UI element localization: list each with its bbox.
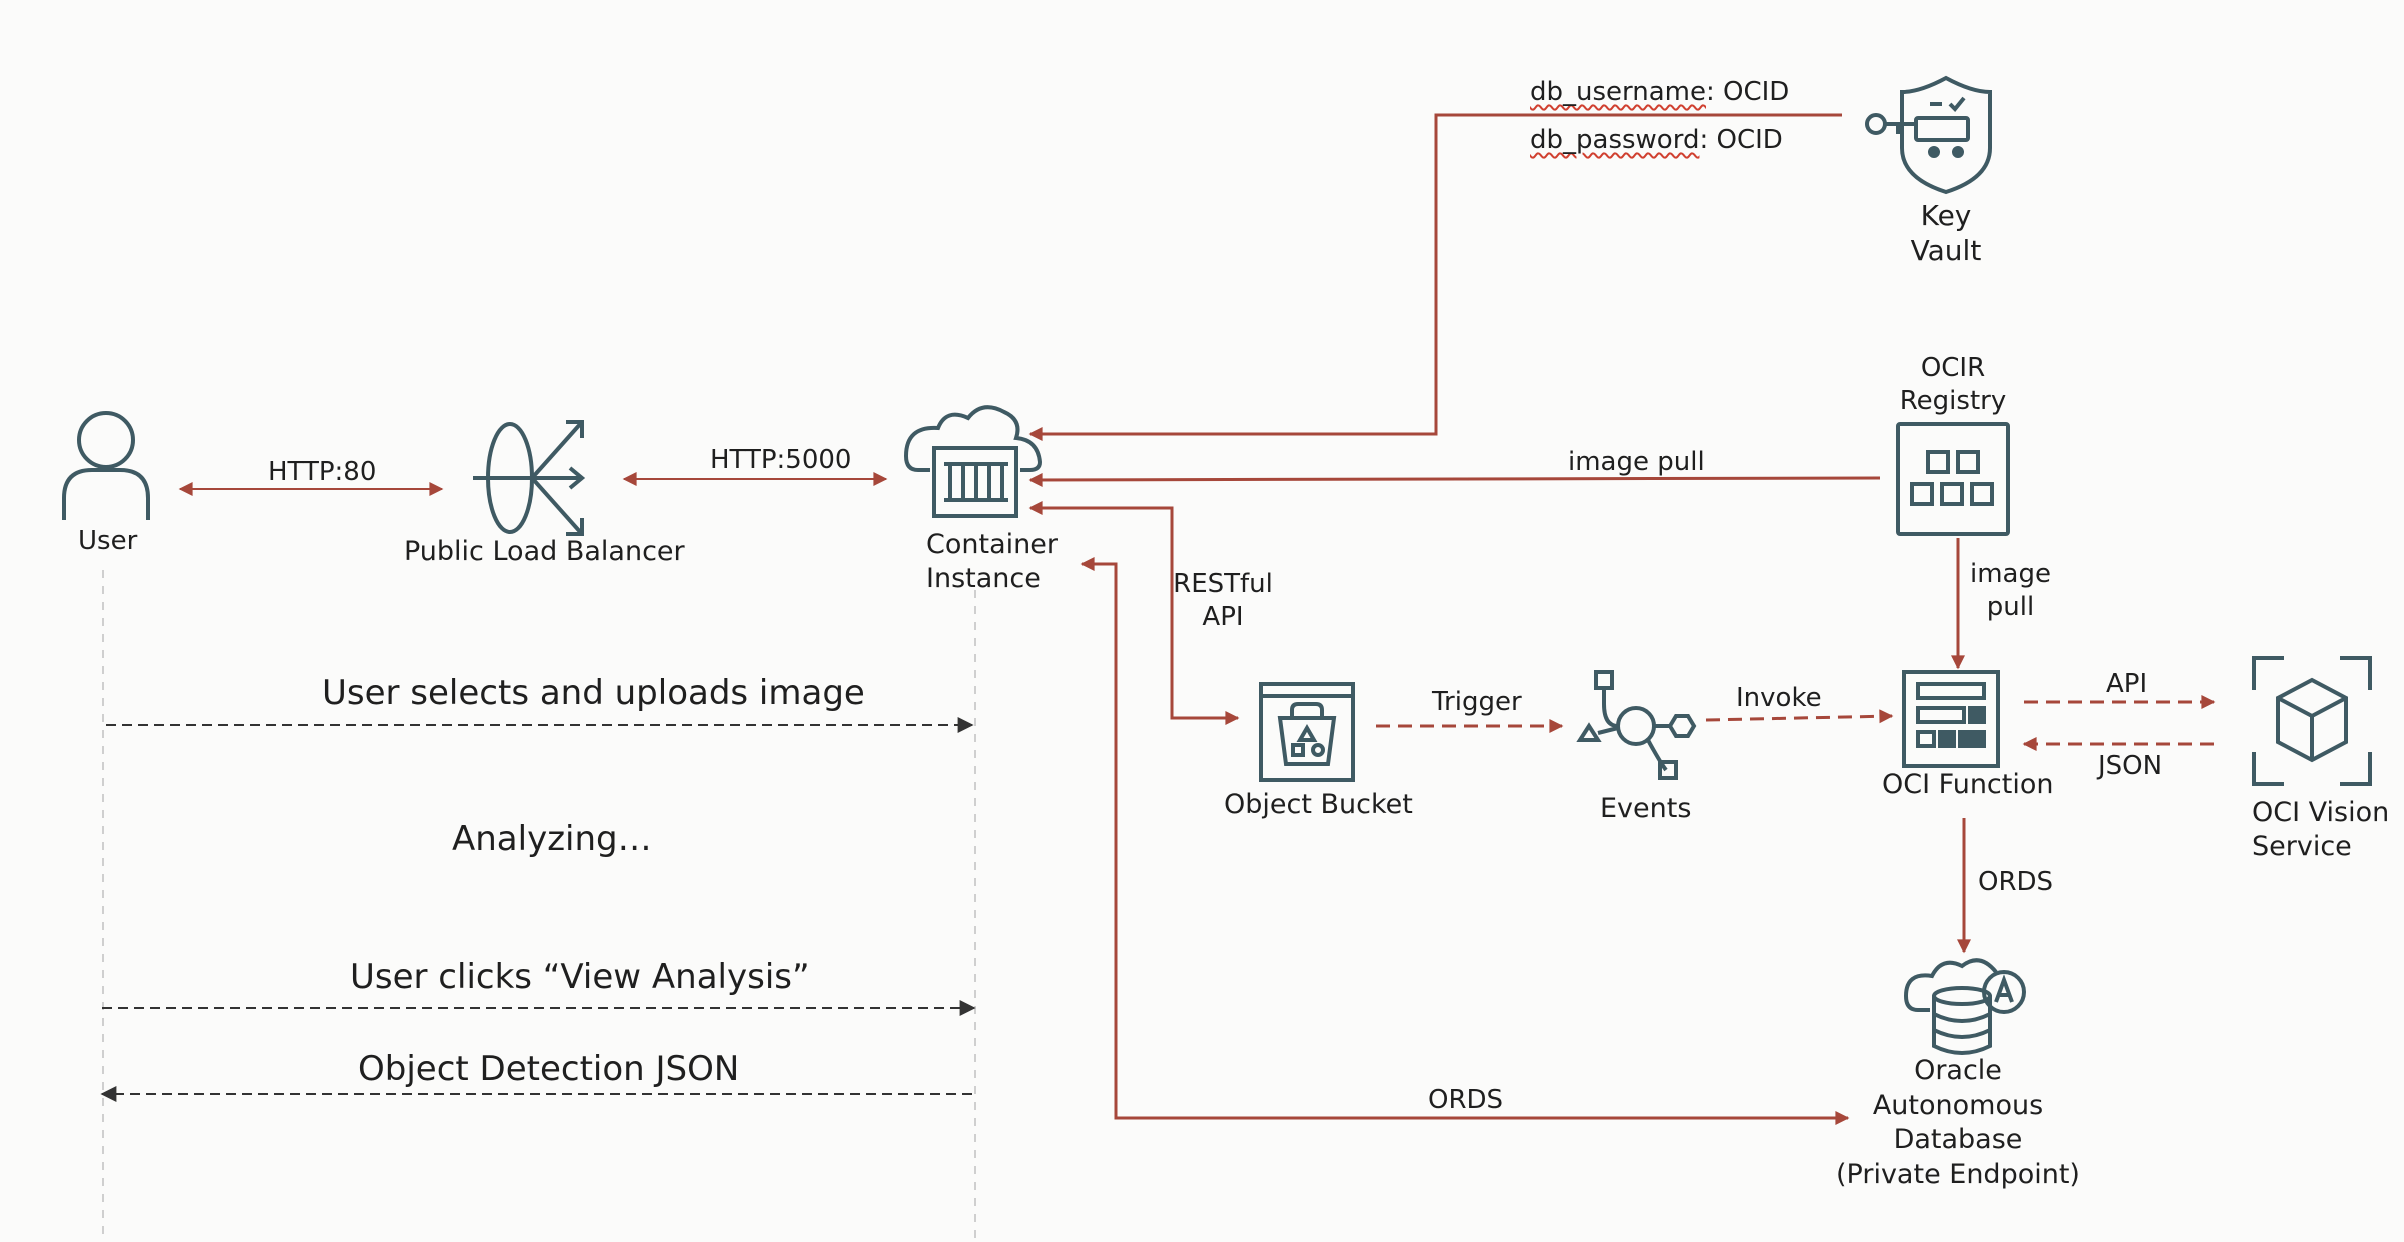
object-bucket-label: Object Bucket [1224, 789, 1413, 820]
user-icon [62, 411, 150, 520]
edge-restful-label: RESTful API [1168, 568, 1278, 633]
autonomous-db-label-line2: Autonomous [1872, 1089, 2044, 1121]
edge-ords-bottom-line [1080, 557, 1850, 1125]
db-username-key: db_username [1530, 77, 1706, 107]
autonomous-db-icon [1903, 958, 2026, 1055]
key-vault-label-line2: Vault [1910, 234, 1982, 267]
edge-invoke-label: Invoke [1736, 683, 1822, 713]
ocir-registry-label: OCIR Registry [1893, 352, 2013, 417]
container-instance-label-line1: Container [926, 529, 1058, 560]
autonomous-db-label-line1: Oracle [1914, 1055, 2002, 1086]
edge-ords-bottom-label: ORDS [1428, 1085, 1504, 1115]
edge-trigger-label: Trigger [1432, 687, 1522, 717]
seq-step-json-label: Object Detection JSON [358, 1049, 740, 1089]
oci-function-icon [1902, 670, 2000, 768]
oci-vision-label-line2: Service [2252, 830, 2352, 862]
edge-image-pull-label: image pull [1568, 447, 1705, 477]
user-label: User [78, 526, 138, 556]
edge-db-username-label: db_username: OCID [1530, 76, 1789, 109]
autonomous-db-label: Oracle Autonomous Database (Private Endp… [1826, 1054, 2090, 1192]
seq-step-upload-label: User selects and uploads image [322, 673, 865, 713]
edge-ords-vertical-label: ORDS [1978, 867, 2054, 897]
edge-http5000-label: HTTP:5000 [710, 445, 852, 475]
ocir-registry-icon [1896, 422, 2010, 536]
load-balancer-label: Public Load Balancer [404, 536, 685, 567]
oci-vision-label: OCI Vision Service [2252, 796, 2389, 864]
seq-step-view-analysis-label: User clicks “View Analysis” [350, 957, 810, 997]
key-vault-label-line1: Key [1920, 199, 1972, 232]
edge-invoke-line [1705, 709, 1894, 724]
key-vault-icon [1865, 75, 1992, 195]
db-password-value: : OCID [1699, 125, 1783, 155]
container-instance-icon [903, 405, 1043, 518]
autonomous-db-label-line3: Database [1893, 1124, 2023, 1156]
key-vault-label: Key Vault [1906, 198, 1986, 268]
load-balancer-icon [473, 420, 586, 536]
events-icon [1576, 670, 1697, 780]
oci-vision-icon [2252, 656, 2372, 786]
edge-keyvault-line [1028, 113, 1842, 441]
container-instance-label-line2: Instance [926, 562, 1041, 594]
edge-json-label: JSON [2098, 751, 2163, 781]
seq-step-analyzing-label: Analyzing… [452, 819, 652, 859]
ocir-registry-label-line1: OCIR [1920, 353, 1986, 383]
restful-line2: API [1202, 601, 1244, 632]
edge-image-pull-line [1028, 472, 1881, 487]
image-pull-side-line1: image [1970, 559, 2051, 589]
object-bucket-icon [1259, 682, 1355, 782]
container-instance-label: Container Instance [926, 528, 1058, 596]
oci-vision-label-line1: OCI Vision [2252, 797, 2390, 828]
oci-function-label: OCI Function [1882, 769, 2054, 800]
restful-line1: RESTful [1173, 569, 1273, 599]
edge-image-pull-side-label: image pull [1970, 558, 2051, 623]
events-label: Events [1600, 793, 1692, 824]
db-username-value: : OCID [1706, 77, 1790, 107]
image-pull-side-line2: pull [1986, 591, 2035, 622]
edge-db-password-label: db_password: OCID [1530, 124, 1783, 157]
autonomous-db-label-line4: (Private Endpoint) [1836, 1158, 2080, 1190]
ocir-registry-label-line2: Registry [1899, 385, 2007, 416]
db-password-key: db_password [1530, 125, 1700, 155]
edge-http80-label: HTTP:80 [268, 457, 377, 487]
edge-api-label: API [2106, 669, 2148, 699]
